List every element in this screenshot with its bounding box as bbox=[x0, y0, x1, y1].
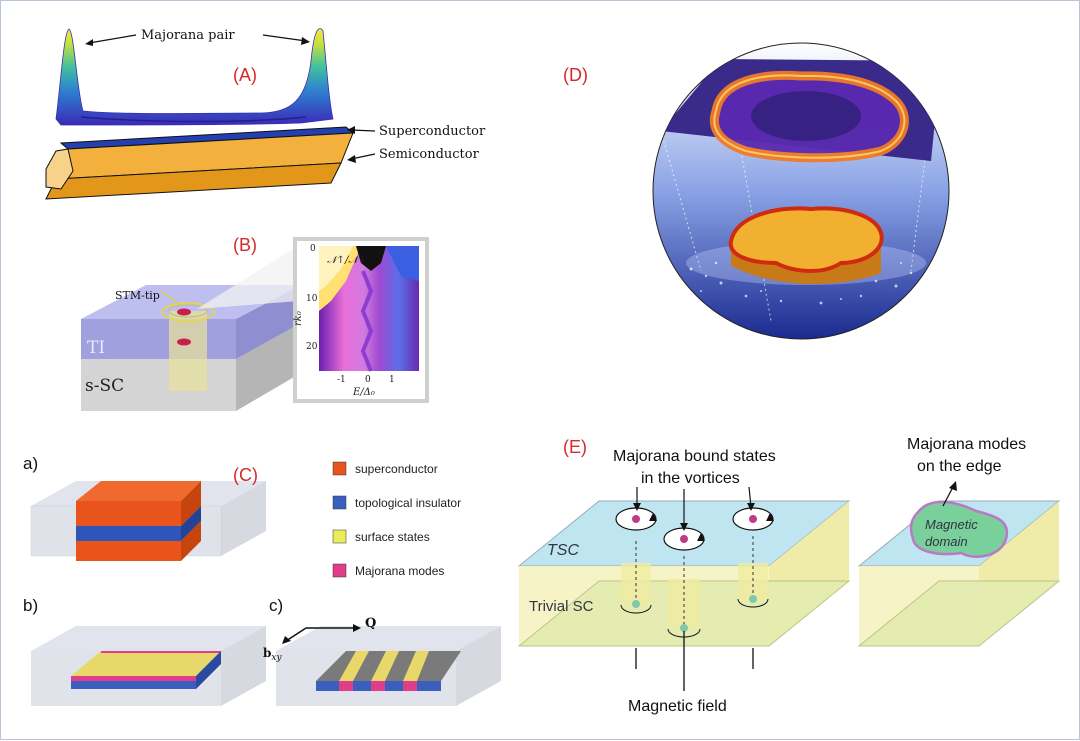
ssc-label: s-SC bbox=[85, 376, 124, 396]
panel-d-label: (D) bbox=[563, 65, 588, 85]
stripe-1 bbox=[339, 651, 369, 681]
legend-label-majorana: Majorana modes bbox=[355, 564, 444, 578]
stripe-3 bbox=[403, 651, 429, 681]
inset-ylabel: rk₀ bbox=[293, 311, 304, 326]
q-label: Q bbox=[365, 616, 376, 631]
panel-b: STM-tip TI s-SC 𝒩↑/𝒩↓ rk₀ 0 10 20 -1 0 1… bbox=[81, 235, 429, 411]
ti-label: TI bbox=[87, 338, 105, 358]
panel-e-label: (E) bbox=[563, 437, 587, 457]
panel-a: Majorana pair Superconductor Semiconduct… bbox=[45, 28, 486, 200]
panel-c-label: (C) bbox=[233, 465, 258, 485]
magnetic-field-label: Magnetic field bbox=[628, 698, 727, 715]
edge-text-line2: on the edge bbox=[917, 458, 1002, 475]
legend-label-surface: surface states bbox=[355, 530, 430, 544]
panel-c: a) superconductor topological insulator … bbox=[23, 454, 501, 706]
majorana-wavefunction bbox=[55, 28, 334, 126]
superconductor-label: Superconductor bbox=[379, 124, 486, 139]
inset-ytick-0: 0 bbox=[310, 244, 316, 254]
legend-label-ti: topological insulator bbox=[355, 496, 461, 510]
semiconductor-label: Semiconductor bbox=[379, 147, 480, 162]
inset-xtick-0: -1 bbox=[337, 375, 346, 385]
stripe-2 bbox=[371, 651, 399, 681]
vortex-bottom bbox=[177, 338, 191, 346]
inset-title: 𝒩↑/𝒩↓ bbox=[327, 255, 366, 266]
inset-xtick-1: 0 bbox=[365, 375, 371, 385]
legend-swatch-ti bbox=[332, 495, 347, 510]
panel-a-label: (A) bbox=[233, 65, 257, 85]
magnetic-domain bbox=[909, 500, 1009, 558]
majorana-pair-label: Majorana pair bbox=[141, 28, 235, 43]
panel-e: (E) Majorana bound states in the vortice… bbox=[517, 436, 1061, 715]
ti-layer-a bbox=[76, 526, 181, 541]
semiconductor-wire-end bbox=[45, 148, 74, 190]
stm-tip-label: STM-tip bbox=[115, 289, 160, 302]
legend: superconductor topological insulator sur… bbox=[332, 461, 461, 578]
inset-ytick-2: 20 bbox=[306, 342, 318, 352]
vortex-text-line1: Majorana bound states bbox=[613, 448, 776, 465]
inset-ytick-1: 10 bbox=[306, 294, 318, 304]
panel-b-label: (B) bbox=[233, 235, 257, 255]
island-top bbox=[728, 206, 884, 273]
legend-swatch-surface bbox=[332, 529, 347, 544]
sub-c-label: c) bbox=[269, 596, 283, 615]
edge-text-line1: Majorana modes bbox=[907, 436, 1026, 453]
inset-xlabel: E/Δ₀ bbox=[352, 387, 375, 398]
vortex-top bbox=[177, 308, 191, 316]
panel-d: (D) bbox=[563, 42, 950, 340]
legend-swatch-majorana bbox=[332, 563, 347, 578]
tsc-label: TSC bbox=[547, 542, 579, 559]
sc-block-a bbox=[76, 501, 181, 526]
magnetic-domain-line2: domain bbox=[925, 534, 968, 549]
vortex-text-line2: in the vortices bbox=[641, 470, 740, 487]
semiconductor-wire-front bbox=[45, 162, 342, 200]
inset-xtick-2: 1 bbox=[389, 375, 395, 385]
legend-swatch-superconductor bbox=[332, 461, 347, 476]
legend-label-superconductor: superconductor bbox=[355, 462, 438, 476]
sub-b-label: b) bbox=[23, 596, 38, 615]
bxy-label: bxy bbox=[263, 646, 282, 663]
sub-a-label: a) bbox=[23, 454, 38, 473]
trivial-sc-label: Trivial SC bbox=[529, 598, 594, 615]
surface-state-b bbox=[71, 651, 221, 676]
magnetic-domain-line1: Magnetic bbox=[925, 517, 978, 532]
